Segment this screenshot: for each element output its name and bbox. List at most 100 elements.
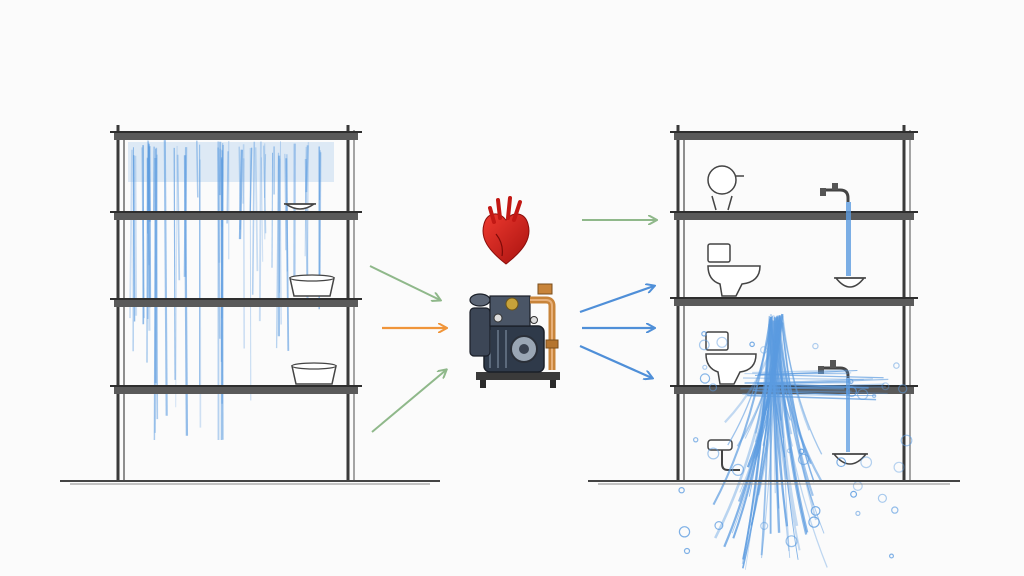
water-droplet: [708, 383, 718, 392]
water-drip: [242, 144, 245, 349]
water-drip: [254, 147, 259, 272]
faucet-icon: [818, 360, 850, 378]
water-spray: [754, 369, 858, 376]
water-droplet: [881, 382, 890, 391]
water-stream: [846, 378, 850, 452]
water-drip: [133, 155, 136, 322]
water-droplet: [860, 456, 873, 469]
water-jet-stream: [760, 317, 772, 556]
water-band: [128, 142, 334, 182]
water-drip: [175, 145, 178, 408]
basin-icon: [834, 277, 866, 288]
water-droplet: [836, 457, 847, 468]
water-jet-stream: [781, 314, 810, 431]
water-drip: [264, 154, 267, 198]
water-spray: [752, 389, 850, 396]
water-droplet: [871, 393, 877, 399]
inflow-arrow: [369, 265, 440, 300]
water-droplet: [852, 481, 863, 492]
left-building: [60, 125, 440, 485]
water-droplet: [810, 506, 821, 516]
water-droplet: [893, 362, 900, 369]
inflow-arrows: [369, 265, 446, 433]
water-droplet: [848, 378, 854, 385]
water-drip: [271, 152, 273, 268]
water-drip: [249, 147, 253, 213]
water-droplet: [812, 342, 819, 350]
water-spray: [758, 373, 884, 379]
water-drip: [238, 149, 243, 240]
water-drip: [155, 147, 159, 420]
water-droplet: [850, 490, 858, 498]
basin-icon: [291, 362, 337, 385]
water-jet-stream: [741, 321, 777, 569]
water-droplet: [797, 453, 810, 466]
outflow-arrow: [579, 286, 654, 314]
water-drip: [218, 148, 222, 263]
water-stream: [846, 202, 851, 276]
water-droplet: [760, 521, 769, 531]
water-drip: [258, 141, 262, 322]
toilet-icon: [707, 243, 761, 297]
water-spray: [752, 369, 847, 374]
water-drip: [129, 149, 133, 319]
water-drip: [221, 144, 224, 404]
water-droplet: [678, 526, 691, 538]
water-spray: [742, 377, 864, 381]
basin-icon: [283, 203, 317, 210]
water-droplet: [786, 448, 792, 454]
water-droplet: [683, 547, 691, 555]
water-droplet: [900, 434, 913, 447]
water-droplet: [877, 493, 888, 503]
pipe-fitting-icon: [707, 439, 740, 471]
water-droplet: [749, 341, 755, 348]
right-floor-slabs: [670, 131, 918, 394]
water-drip: [304, 146, 307, 257]
water-droplet: [699, 373, 711, 384]
left-floor-slabs: [110, 131, 362, 394]
water-drip: [305, 145, 309, 193]
water-drip: [260, 157, 264, 262]
water-droplet: [898, 384, 908, 394]
faucet-icon: [820, 183, 850, 202]
water-jet-stream: [774, 318, 808, 535]
water-drip: [196, 140, 199, 198]
water-droplet: [891, 506, 899, 514]
water-droplet: [846, 386, 857, 397]
water-droplet: [856, 388, 869, 400]
heart-icon: [482, 196, 530, 265]
water-droplet: [888, 553, 894, 559]
water-jet-stream: [775, 316, 825, 534]
water-drip: [279, 158, 282, 325]
inflow-arrow: [371, 370, 446, 433]
water-droplet: [893, 461, 905, 473]
water-droplet: [716, 336, 728, 348]
water-spray: [740, 383, 885, 390]
water-droplet: [798, 448, 805, 455]
water-drip: [173, 147, 176, 380]
outflow-arrow: [579, 344, 652, 378]
water-jet-stream: [769, 316, 789, 527]
water-drip: [163, 140, 168, 416]
right-building: [588, 125, 960, 570]
water-droplet: [731, 463, 745, 476]
water-spray: [758, 378, 873, 384]
water-drip: [242, 158, 245, 204]
left-water-curtain: [128, 140, 334, 441]
water-drip: [147, 147, 151, 210]
water-jet-stream: [742, 321, 772, 560]
water-droplet: [759, 346, 768, 354]
sink-icon: [707, 165, 744, 211]
water-droplet: [701, 330, 707, 337]
water-droplet: [714, 520, 724, 530]
water-jet-stream: [780, 320, 815, 483]
water-droplet: [808, 516, 820, 528]
basin-icon: [832, 453, 868, 465]
water-droplet: [678, 487, 685, 494]
outflow-arrows: [579, 220, 656, 378]
water-droplet: [693, 437, 699, 443]
water-splash: [678, 313, 913, 570]
basin-icon: [289, 274, 335, 297]
water-droplet: [698, 339, 710, 351]
